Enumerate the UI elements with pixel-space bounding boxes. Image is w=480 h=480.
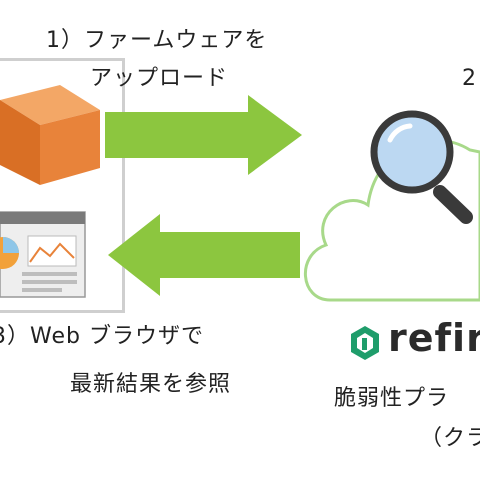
refirm-logo-icon (351, 326, 379, 360)
step3-line2: 最新結果を参照 (70, 372, 232, 397)
magnifier-icon (370, 110, 473, 224)
device-frame (0, 58, 125, 313)
brand-name: refir (388, 316, 480, 360)
dashboard-icon (0, 211, 86, 298)
upload-arrow-icon (105, 95, 302, 175)
step2-number: 2 (462, 66, 476, 91)
service-line1: 脆弱性プラ (334, 386, 450, 411)
step3-line1: 3）Web ブラウザで (0, 324, 204, 349)
step1-line1: 1）ファームウェアを (46, 28, 268, 53)
box-icon (0, 85, 100, 185)
service-line2: （クラ (420, 426, 480, 451)
step1-line2: アップロード (90, 66, 229, 91)
results-arrow-icon (108, 214, 300, 296)
